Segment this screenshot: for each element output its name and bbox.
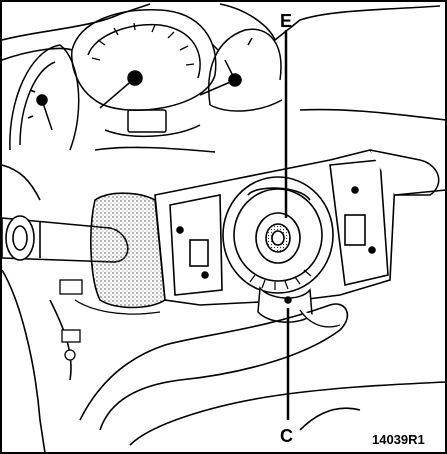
dashboard-outline <box>1 3 447 201</box>
figure-reference-number: 14039R1 <box>372 432 425 447</box>
lower-shroud <box>1 269 447 454</box>
speedometer-gauge <box>71 9 217 138</box>
left-gauge <box>9 44 80 151</box>
light-stalk <box>369 149 447 196</box>
switch-body-textured <box>90 192 166 309</box>
leader-lines <box>284 30 290 420</box>
wiring-connectors <box>59 279 341 361</box>
callout-e: E <box>280 11 292 31</box>
callout-c: C <box>280 426 293 446</box>
rotary-contact <box>222 176 334 294</box>
lower-gear <box>257 286 313 323</box>
right-gauge <box>199 28 283 112</box>
